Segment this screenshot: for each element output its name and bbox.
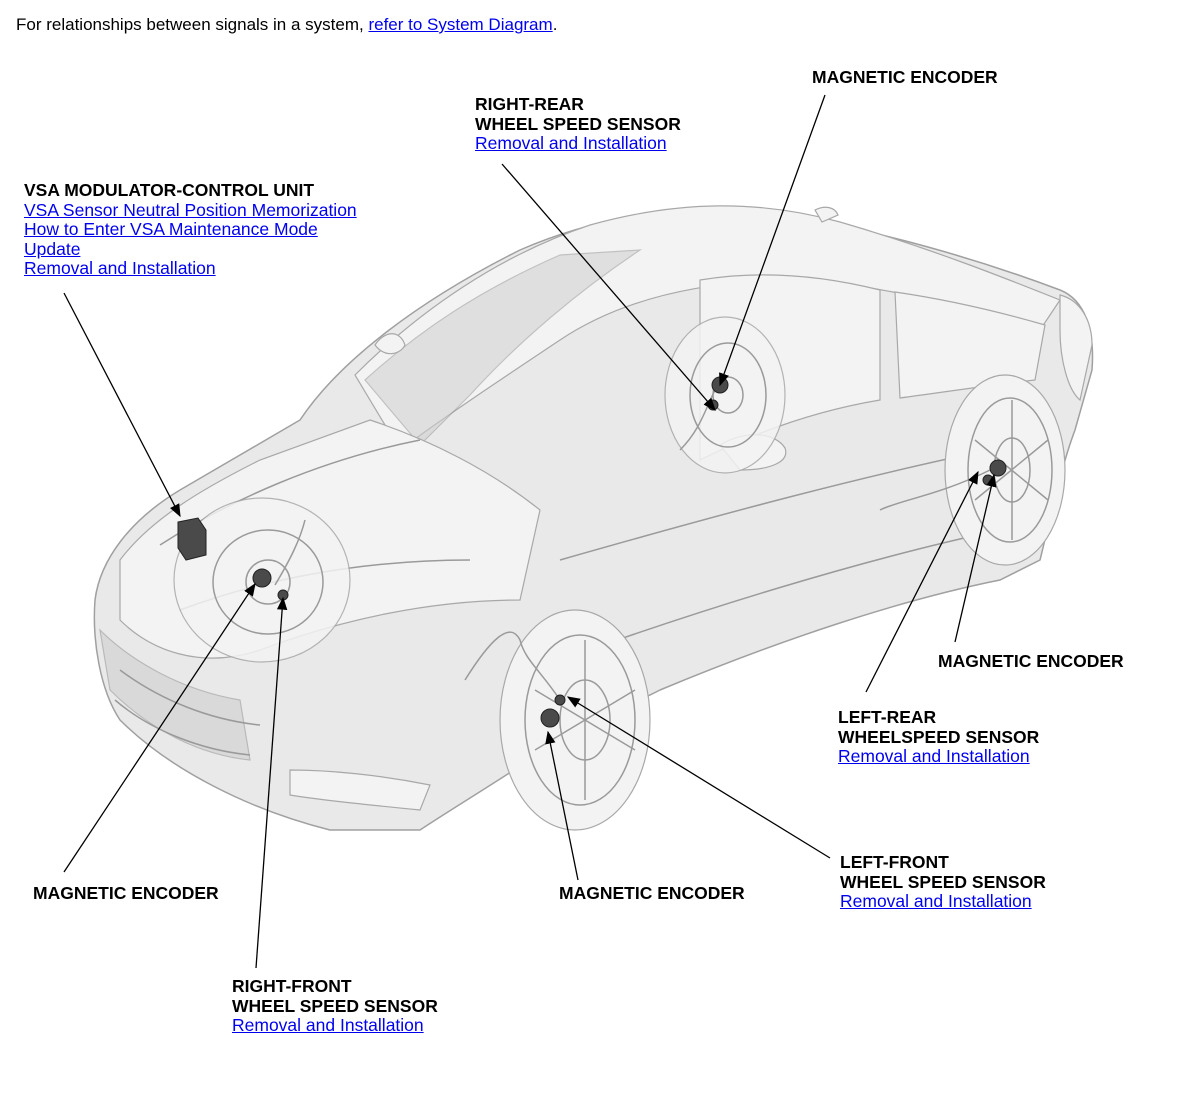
leader-mag-left <box>63 582 256 873</box>
leader-right-rear <box>501 163 716 411</box>
right-front-title-2: WHEEL SPEED SENSOR <box>232 995 438 1016</box>
leader-left-front <box>566 696 831 859</box>
callout-right-front-sensor: RIGHT-FRONT WHEEL SPEED SENSOR Removal a… <box>232 976 438 1036</box>
callout-left-front-sensor: LEFT-FRONT WHEEL SPEED SENSOR Removal an… <box>840 852 1046 912</box>
vsa-title: VSA MODULATOR-CONTROL UNIT <box>24 180 315 200</box>
leader-vsa <box>63 292 181 518</box>
leader-mag-mid <box>545 730 579 881</box>
vsa-removal-link[interactable]: Removal and Installation <box>24 258 216 278</box>
right-front-title-1: RIGHT-FRONT <box>232 976 352 996</box>
left-rear-title-2: WHEELSPEED SENSOR <box>838 726 1040 747</box>
leader-left-rear <box>865 470 979 693</box>
leader-mag-top <box>719 94 826 387</box>
leader-mag-right <box>954 473 997 643</box>
left-rear-removal-link[interactable]: Removal and Installation <box>838 746 1030 766</box>
intro-suffix: . <box>552 15 558 34</box>
vsa-maintenance-mode-link[interactable]: How to Enter VSA Maintenance Mode <box>24 219 318 239</box>
mag-encoder-mid-title: MAGNETIC ENCODER <box>559 883 745 903</box>
callout-left-rear-sensor: LEFT-REAR WHEELSPEED SENSOR Removal and … <box>838 707 1040 767</box>
leader-lines <box>63 94 997 969</box>
car-body <box>93 205 1094 831</box>
intro-text: For relationships between signals in a s… <box>16 14 557 36</box>
left-front-title-1: LEFT-FRONT <box>840 852 949 872</box>
left-front-removal-link[interactable]: Removal and Installation <box>840 891 1032 911</box>
front-left-wheel <box>499 609 651 831</box>
callout-magnetic-encoder-top: MAGNETIC ENCODER <box>812 67 998 88</box>
rear-right-wheel <box>664 316 786 474</box>
right-rear-title-2: WHEEL SPEED SENSOR <box>475 113 681 134</box>
callout-magnetic-encoder-mid: MAGNETIC ENCODER <box>559 883 745 904</box>
right-rear-title-1: RIGHT-REAR <box>475 94 584 114</box>
mag-encoder-right-title: MAGNETIC ENCODER <box>938 651 1124 671</box>
callout-vsa-modulator: VSA MODULATOR-CONTROL UNIT VSA Sensor Ne… <box>24 180 357 279</box>
mag-encoder-left-title: MAGNETIC ENCODER <box>33 883 219 903</box>
vsa-neutral-position-link[interactable]: VSA Sensor Neutral Position Memorization <box>24 199 357 220</box>
callout-magnetic-encoder-right: MAGNETIC ENCODER <box>938 651 1124 672</box>
left-rear-title-1: LEFT-REAR <box>838 707 937 727</box>
mag-encoder-top-title: MAGNETIC ENCODER <box>812 67 998 87</box>
leader-right-front <box>255 596 288 969</box>
system-diagram-link[interactable]: refer to System Diagram <box>368 15 553 34</box>
right-front-removal-link[interactable]: Removal and Installation <box>232 1015 424 1035</box>
vsa-modulator-unit <box>177 517 207 561</box>
vsa-update-link[interactable]: Update <box>24 238 81 259</box>
left-front-title-2: WHEEL SPEED SENSOR <box>840 871 1046 892</box>
callout-magnetic-encoder-left: MAGNETIC ENCODER <box>33 883 219 904</box>
callout-right-rear-sensor: RIGHT-REAR WHEEL SPEED SENSOR Removal an… <box>475 94 681 154</box>
right-rear-removal-link[interactable]: Removal and Installation <box>475 133 667 153</box>
intro-prefix: For relationships between signals in a s… <box>16 15 369 34</box>
